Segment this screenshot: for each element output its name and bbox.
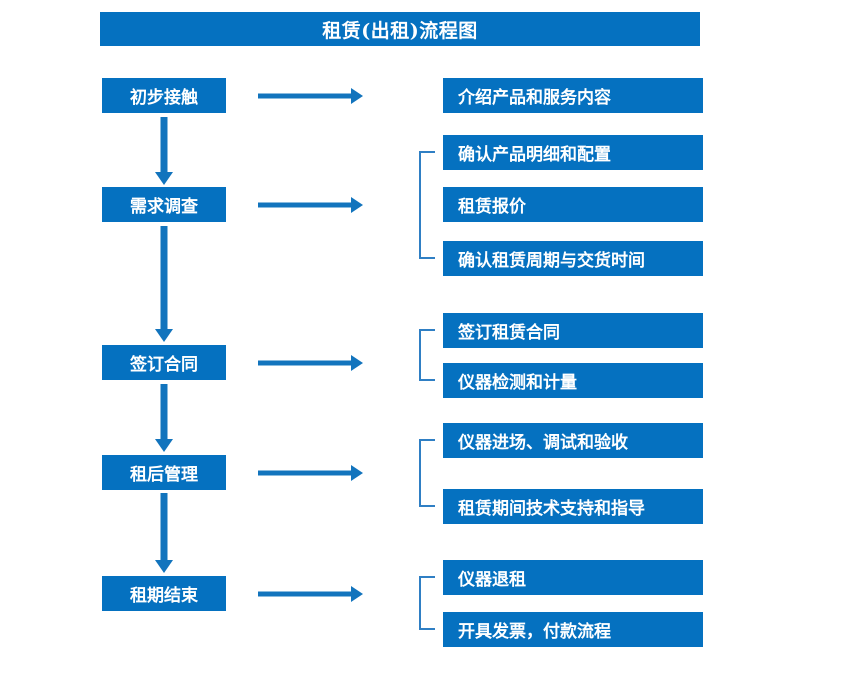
task-box[interactable]: 租赁期间技术支持和指导 (443, 489, 703, 524)
page-title: 租赁(出租)流程图 (100, 12, 700, 46)
task-box[interactable]: 租赁报价 (443, 187, 703, 222)
arrow-shaft (160, 493, 168, 561)
group-bracket-icon (419, 576, 435, 630)
arrow-head (351, 197, 363, 213)
task-box[interactable]: 仪器退租 (443, 560, 703, 595)
task-box[interactable]: 介绍产品和服务内容 (443, 78, 703, 113)
arrow-head (155, 439, 173, 452)
task-box[interactable]: 签订租赁合同 (443, 313, 703, 348)
right-arrow-icon (258, 196, 363, 214)
arrow-shaft (258, 360, 352, 366)
task-box[interactable]: 确认产品明细和配置 (443, 135, 703, 170)
task-box[interactable]: 仪器进场、调试和验收 (443, 423, 703, 458)
arrow-shaft (160, 117, 168, 173)
down-arrow-icon (152, 384, 176, 452)
arrow-shaft (258, 93, 352, 99)
stage-box[interactable]: 初步接触 (102, 78, 226, 113)
right-arrow-icon (258, 585, 363, 603)
down-arrow-icon (152, 493, 176, 573)
stage-box[interactable]: 需求调查 (102, 187, 226, 222)
down-arrow-icon (152, 117, 176, 185)
arrow-head (351, 355, 363, 371)
group-bracket-icon (419, 439, 435, 507)
arrow-shaft (160, 226, 168, 330)
arrow-head (351, 88, 363, 104)
group-bracket-icon (419, 151, 435, 259)
task-box[interactable]: 仪器检测和计量 (443, 363, 703, 398)
right-arrow-icon (258, 354, 363, 372)
arrow-shaft (258, 470, 352, 476)
stage-box[interactable]: 签订合同 (102, 345, 226, 380)
group-bracket-icon (419, 329, 435, 381)
arrow-shaft (258, 202, 352, 208)
task-box[interactable]: 开具发票，付款流程 (443, 612, 703, 647)
arrow-head (155, 172, 173, 185)
arrow-head (351, 465, 363, 481)
right-arrow-icon (258, 464, 363, 482)
arrow-head (155, 329, 173, 342)
task-box[interactable]: 确认租赁周期与交货时间 (443, 241, 703, 276)
stage-box[interactable]: 租后管理 (102, 455, 226, 490)
arrow-shaft (258, 591, 352, 597)
right-arrow-icon (258, 87, 363, 105)
arrow-head (351, 586, 363, 602)
arrow-head (155, 560, 173, 573)
stage-box[interactable]: 租期结束 (102, 576, 226, 611)
down-arrow-icon (152, 226, 176, 342)
arrow-shaft (160, 384, 168, 440)
